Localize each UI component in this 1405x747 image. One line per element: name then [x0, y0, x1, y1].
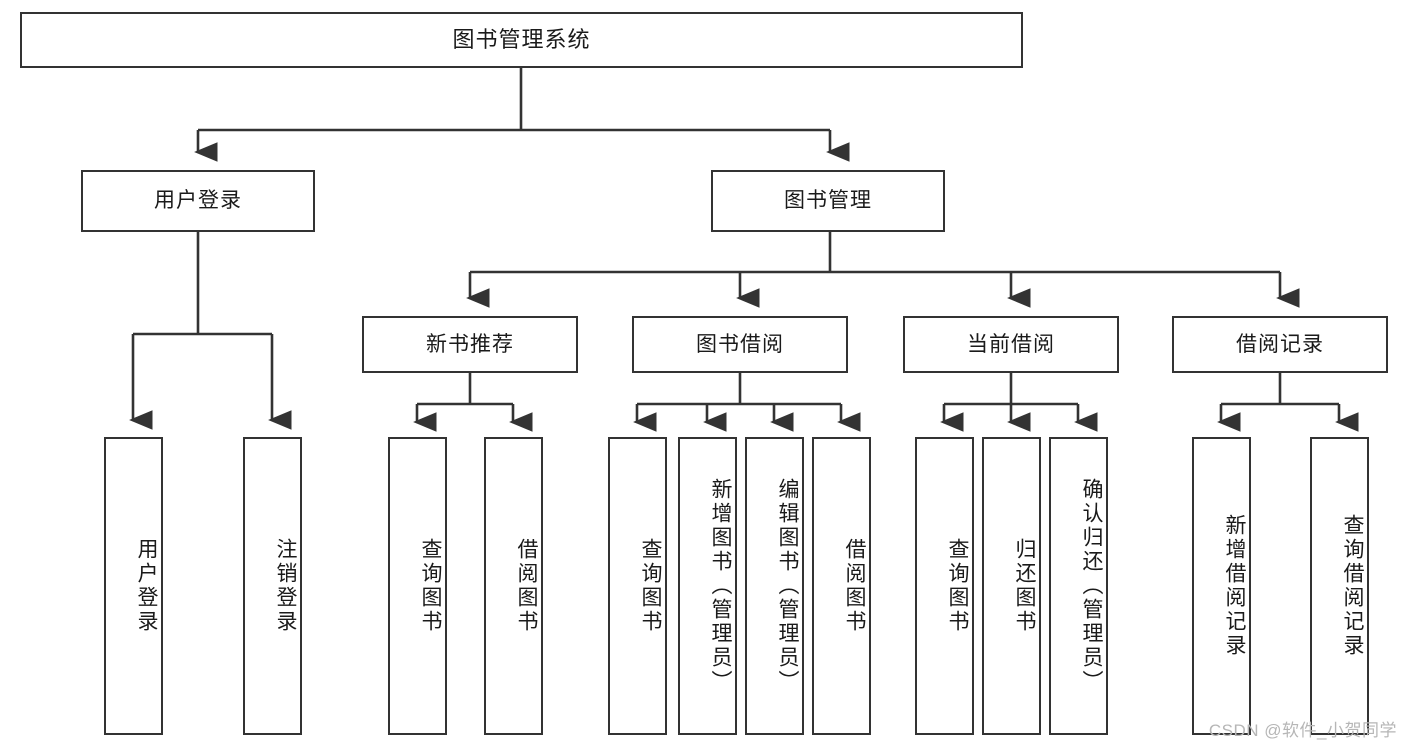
- leaf-book-borrow-add-book-admin[interactable]: 新增图书（管理员）: [678, 437, 737, 735]
- node-new-book-recommendation[interactable]: 新书推荐: [362, 316, 578, 373]
- node-borrowing-record-label: 借阅记录: [1236, 332, 1324, 356]
- leaf-borrow-record-query-record[interactable]: 查询借阅记录: [1310, 437, 1369, 735]
- leaf-label: 用户登录: [135, 538, 158, 634]
- leaf-label: 借阅图书: [515, 538, 538, 634]
- leaf-label: 查询图书: [946, 538, 969, 634]
- leaf-borrow-record-add-record[interactable]: 新增借阅记录: [1192, 437, 1251, 735]
- leaf-current-borrow-return-book[interactable]: 归还图书: [982, 437, 1041, 735]
- node-current-borrowing[interactable]: 当前借阅: [903, 316, 1119, 373]
- leaf-label: 注销登录: [274, 538, 297, 634]
- leaf-label: 查询借阅记录: [1341, 514, 1364, 658]
- leaf-user-login-logout[interactable]: 注销登录: [243, 437, 302, 735]
- node-root-book-management-system[interactable]: 图书管理系统: [20, 12, 1023, 68]
- node-book-borrowing-label: 图书借阅: [696, 332, 784, 356]
- leaf-label: 确认归还（管理员）: [1080, 478, 1103, 694]
- leaf-new-book-query-book[interactable]: 查询图书: [388, 437, 447, 735]
- leaf-book-borrow-query-book[interactable]: 查询图书: [608, 437, 667, 735]
- leaf-current-borrow-query-book[interactable]: 查询图书: [915, 437, 974, 735]
- leaf-label: 新增借阅记录: [1223, 514, 1246, 658]
- leaf-book-borrow-borrow-book[interactable]: 借阅图书: [812, 437, 871, 735]
- node-book-management-label: 图书管理: [784, 189, 872, 213]
- leaf-book-borrow-edit-book-admin[interactable]: 编辑图书（管理员）: [745, 437, 804, 735]
- leaf-label: 借阅图书: [843, 538, 866, 634]
- leaf-label: 归还图书: [1013, 538, 1036, 634]
- node-new-book-recommendation-label: 新书推荐: [426, 332, 514, 356]
- leaf-label: 查询图书: [639, 538, 662, 634]
- node-user-login-label: 用户登录: [154, 189, 242, 213]
- node-current-borrowing-label: 当前借阅: [967, 332, 1055, 356]
- csdn-watermark: CSDN @软件_小贺同学: [1208, 721, 1397, 740]
- node-book-borrowing[interactable]: 图书借阅: [632, 316, 848, 373]
- leaf-user-login-login[interactable]: 用户登录: [104, 437, 163, 735]
- leaf-label: 编辑图书（管理员）: [776, 478, 799, 694]
- node-root-label: 图书管理系统: [452, 26, 591, 52]
- leaf-current-borrow-confirm-return-admin[interactable]: 确认归还（管理员）: [1049, 437, 1108, 735]
- node-book-management[interactable]: 图书管理: [711, 170, 945, 232]
- leaf-new-book-borrow-book[interactable]: 借阅图书: [484, 437, 543, 735]
- node-user-login[interactable]: 用户登录: [81, 170, 315, 232]
- node-borrowing-record[interactable]: 借阅记录: [1172, 316, 1388, 373]
- leaf-label: 新增图书（管理员）: [709, 478, 732, 694]
- leaf-label: 查询图书: [419, 538, 442, 634]
